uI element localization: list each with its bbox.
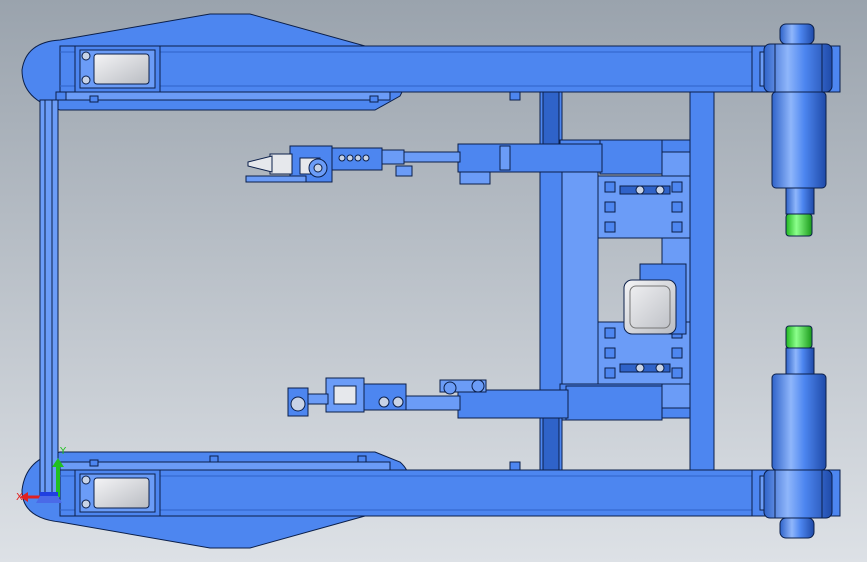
bottom-arm-upper-rail [59, 461, 391, 471]
drive-motor-housing[interactable] [623, 279, 677, 335]
top-left-idler-roller[interactable] [93, 53, 150, 85]
left-belt-guide[interactable] [39, 99, 59, 501]
top-arm-lower-rail [59, 91, 391, 101]
bottom-left-idler-roller[interactable] [93, 477, 150, 509]
top-right-drive-roller[interactable] [763, 23, 833, 237]
frame-vertical-post-right[interactable] [689, 91, 715, 471]
coordinate-triad-icon: X Y [16, 446, 67, 503]
frame-vertical-post-inner[interactable] [561, 139, 599, 421]
top-arm-beam[interactable] [59, 45, 761, 93]
triad-y-label: Y [59, 446, 67, 457]
upper-linear-actuator[interactable] [245, 139, 663, 185]
bottom-right-drive-roller[interactable] [763, 325, 833, 539]
top-right-shaft-end [785, 213, 813, 237]
lower-linear-actuator[interactable] [287, 377, 663, 421]
upper-sensor-bracket-assembly[interactable] [597, 175, 691, 239]
bottom-arm-beam[interactable] [59, 469, 761, 517]
triad-x-label: X [16, 492, 23, 503]
bottom-right-shaft-end [785, 325, 813, 349]
